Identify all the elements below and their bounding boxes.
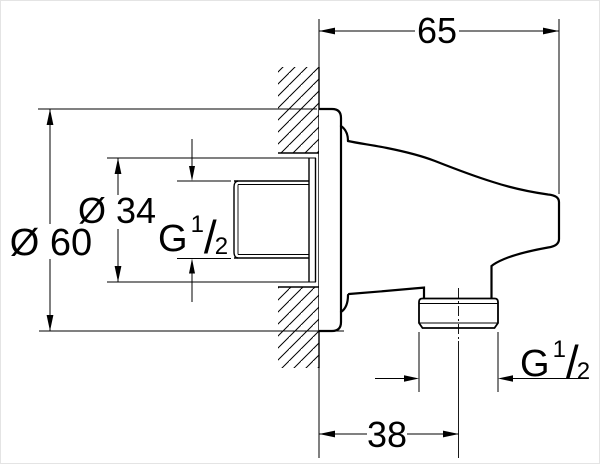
arrowhead-down-icon xyxy=(114,266,122,282)
flange-bulge-bottom xyxy=(339,293,350,314)
dim-60-label: Ø 60 xyxy=(10,222,92,264)
dim-65-label: 65 xyxy=(417,10,457,51)
dim-offset-38: 38 xyxy=(319,414,459,455)
arrowhead-left-icon xyxy=(319,430,335,438)
arrowhead-left-icon xyxy=(319,27,335,35)
wall-hatch-lower xyxy=(278,287,319,368)
body-contour xyxy=(346,139,561,300)
dim-collar-34: Ø 34 xyxy=(78,158,156,282)
arrowhead-right-icon xyxy=(404,375,419,382)
arrowhead-up-icon xyxy=(46,109,54,125)
arrowhead-right-icon xyxy=(443,430,459,438)
arrowhead-down-icon xyxy=(189,166,195,181)
dim-34-label: Ø 34 xyxy=(78,190,156,231)
thread-square xyxy=(233,180,309,259)
dim-38-label: 38 xyxy=(367,414,407,455)
wall-section xyxy=(278,19,320,458)
arrowhead-up-icon xyxy=(189,258,195,274)
arrowhead-right-icon xyxy=(543,27,559,35)
flange-bulge-top xyxy=(339,124,350,143)
body-outline xyxy=(339,124,561,314)
arrowhead-left-icon xyxy=(498,375,513,382)
escutcheon-plate xyxy=(319,107,343,333)
body-underside xyxy=(347,286,426,300)
arrowhead-up-icon xyxy=(114,158,122,174)
dim-depth-65: 65 xyxy=(319,10,560,194)
outlet-nipple xyxy=(418,288,499,458)
dim-plate-60: Ø 60 xyxy=(10,108,344,332)
wall-hatch-upper xyxy=(278,67,319,153)
inlet-union xyxy=(107,157,317,283)
arrowhead-down-icon xyxy=(46,315,54,331)
